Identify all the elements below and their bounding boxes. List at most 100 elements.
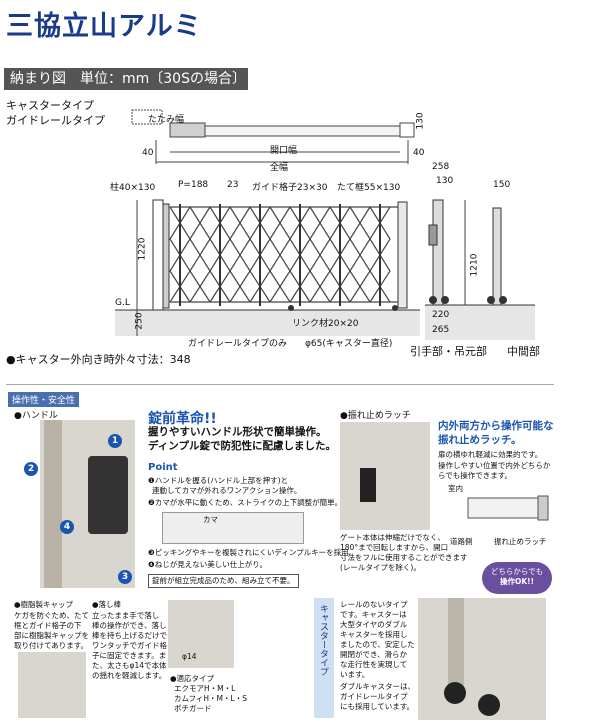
middle-section — [492, 207, 502, 306]
elev-pitch-label: P=188 — [178, 180, 209, 190]
handle-point-label: Point — [148, 462, 178, 473]
handle-label: ●ハンドル — [14, 411, 58, 421]
latch-headline-1: 内外両方から操作可能な — [438, 420, 554, 432]
drop-text-1: 立ったまま手で落し — [92, 611, 160, 620]
brand-logo: 三協立山アルミ — [6, 11, 202, 42]
handle-point-1a: ❶ハンドルを握る(ハンドル上部を押す)と — [148, 476, 289, 485]
plan-dim-40-left: 40 — [142, 148, 154, 158]
plan-fold-label: たたみ幅 — [148, 115, 185, 125]
elev-dim23-label: 23 — [227, 180, 239, 190]
caster-text-6: 開閉ができ、滑らか — [340, 650, 407, 659]
ground-area — [115, 310, 420, 336]
side-label-mid: 中間部 — [507, 345, 540, 358]
handle-num-2: 2 — [24, 462, 38, 476]
handle-point-1b: 連動してカマが外れるワンアクション操作。 — [152, 486, 302, 495]
drop-text-5: 子に固定できます。ま — [92, 651, 167, 660]
caster-text-11: にも採用しています。 — [340, 702, 415, 711]
caster-outer-dimension-note: ●キャスター外向き時外々寸法：348 — [6, 353, 191, 366]
plan-opening-label: 開口幅 — [270, 146, 298, 156]
side-dim-1210: 1210 — [469, 253, 480, 277]
plan-diagram — [131, 109, 415, 164]
elev-guide-only-label: ガイドレールタイプのみ — [188, 339, 288, 349]
caster-text-3: 大型タイヤのダブル — [340, 620, 408, 629]
handle-num-4: 4 — [60, 520, 74, 534]
caster-text-2: です。キャスターは — [340, 610, 407, 619]
type-guiderail-label: ガイドレールタイプ — [6, 114, 105, 127]
caster-text-10: ガイドレールタイプ — [340, 692, 408, 701]
elev-gl-label: G.L — [115, 298, 130, 308]
post-frame — [162, 203, 170, 309]
handle-num-1: 1 — [108, 434, 122, 448]
section-banner: 納まり図 単位：mm〔30Sの場合〕 — [4, 68, 248, 90]
cap-text-1: ケガを防ぐため、たて — [14, 611, 89, 620]
elev-post-label: 柱40×130 — [110, 183, 156, 193]
latch-label: ●振れ止めラッチ — [340, 411, 411, 421]
cap-text-2: 框とガイド格子の下 — [14, 621, 82, 630]
elev-below-250: 250 — [134, 312, 145, 330]
latch-knob — [360, 468, 376, 502]
caster-photo — [418, 598, 546, 720]
caster-side-label: キャスタータイプ — [318, 604, 328, 676]
handle-point-3: ❸ピッキングやキーを複製されにくいディンプルキーを採用。 — [148, 548, 357, 557]
side-dim-265: 265 — [432, 325, 450, 335]
cap-text-3: 部に樹脂製キャップを — [14, 631, 89, 640]
plan-total-label: 全幅 — [270, 163, 289, 173]
latch-inner-label: 室内 — [448, 484, 463, 493]
section-divider — [6, 384, 554, 385]
handle-sub2: ディンプル錠で防犯性に配慮しました。 — [148, 440, 336, 452]
handle-point-4: ❹ねじが見えない美しい仕上がり。 — [148, 560, 268, 569]
side-dim-130: 130 — [436, 176, 454, 186]
plan-end-post — [399, 122, 415, 138]
elev-vertical-frame-label: たて框55×130 — [337, 183, 401, 193]
caster-text-1: レールのないタイプ — [340, 600, 408, 609]
handle-photo — [40, 420, 135, 588]
latch-headline-2: 振れ止めラッチ。 — [438, 434, 522, 446]
plan-rail — [204, 125, 411, 137]
cap-photo — [18, 652, 86, 718]
handle-sub1: 握りやすいハンドル形状で簡単操作。 — [148, 426, 327, 438]
caster-side-band: キャスタータイプ — [314, 598, 334, 718]
latch-plan-diagram — [467, 495, 549, 521]
drop-text-3: 棒を持ち上げるだけで — [92, 631, 167, 640]
drop-applicable: ●適応タイプ — [170, 674, 215, 683]
latch-desc-2: 操作しやすい位置で内外どちらか — [438, 461, 551, 470]
latch-desc-1: 扉の横ゆれ軽減に効果的です。 — [438, 450, 543, 459]
elev-height-1220: 1220 — [137, 237, 148, 261]
latch-photo — [340, 422, 430, 530]
side-dim-220: 220 — [432, 310, 450, 320]
side-section-diagram — [425, 199, 535, 340]
side-label-pull: 引手部・吊元部 — [410, 345, 487, 358]
drop-text-4: ワンタッチでガイド格 — [92, 641, 167, 650]
type-caster-label: キャスタータイプ — [6, 99, 94, 112]
post — [152, 199, 164, 311]
side-dim-258: 258 — [432, 162, 450, 172]
handle-notice: 錠前が組立完成品のため、組み立て不要。 — [148, 574, 299, 588]
kama-diagram: カマ — [162, 512, 304, 544]
latch-gate-note-2: 180°まで回転しますから、開口 — [340, 543, 449, 552]
elev-caster-label: φ65(キャスター直径) — [305, 339, 393, 349]
plan-hatch-left — [131, 109, 163, 125]
plan-dim-130: 130 — [415, 112, 426, 130]
guide-bars — [179, 204, 381, 306]
plan-fold-box — [169, 122, 206, 138]
handle-body — [88, 456, 128, 534]
handle-num-3: 3 — [118, 570, 132, 584]
caster-text-4: キャスターを採用し — [340, 630, 408, 639]
pull-section — [432, 199, 444, 306]
drop-applicable-3: ポチガード — [174, 704, 212, 713]
drop-text-2: 棒の操作ができ、落し — [92, 621, 167, 630]
cap-text-4: 取り付けてあります。 — [14, 641, 89, 650]
caster-text-9: ダブルキャスターは、 — [340, 682, 415, 691]
handle-headline: 錠前革命!! — [148, 411, 217, 427]
caster-text-5: ましたので、安定した — [340, 640, 415, 649]
drop-label: ●落し棒 — [92, 600, 122, 609]
vertical-frame — [397, 201, 408, 309]
latch-bubble-2: 操作OK!! — [499, 576, 535, 586]
elev-guide-lattice-label: ガイド格子23×30 — [252, 183, 328, 193]
drop-applicable-1: エクモアH・M・L — [174, 684, 236, 693]
drop-applicable-2: カムフィH・M・L・S — [174, 694, 247, 703]
drop-text-6: た、太さもφ14で本体 — [92, 661, 167, 670]
handle-point-2: ❷カマが水平に動くため、ストライクの上下調整が簡単。 — [148, 498, 343, 507]
drop-phi: φ14 — [182, 652, 197, 661]
latch-outer-label: 道路側 — [450, 537, 473, 546]
